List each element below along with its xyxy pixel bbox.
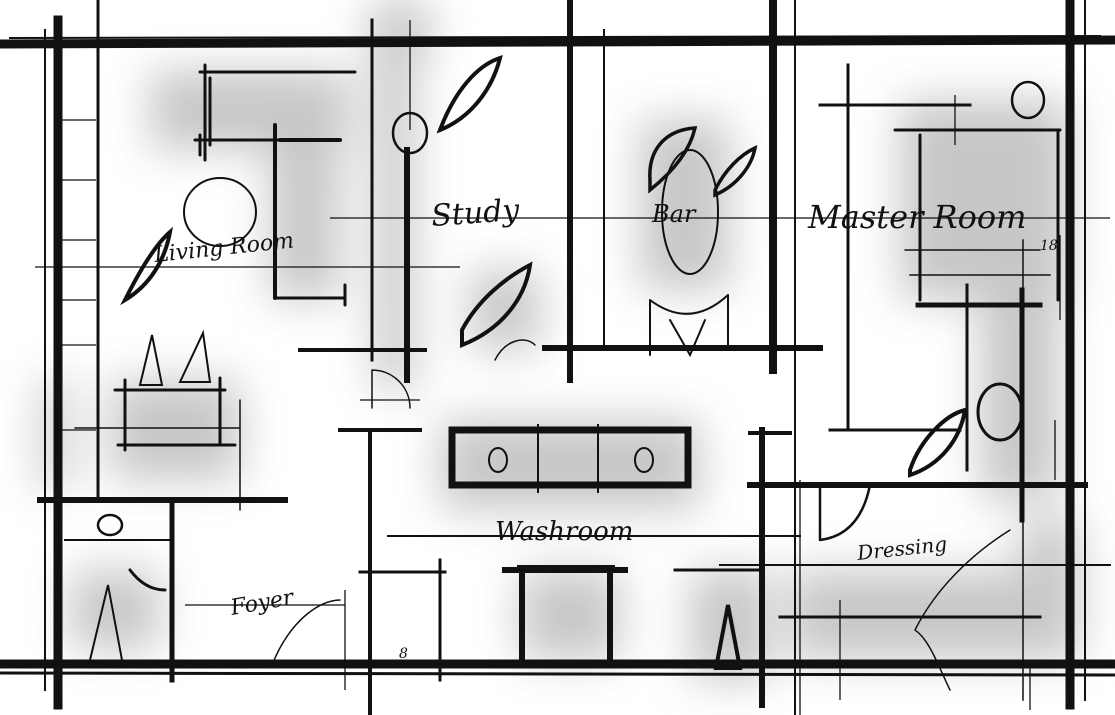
washroom-mark: 8 <box>399 646 408 662</box>
room-label-study: Study <box>430 193 521 234</box>
foyer-details <box>89 483 1011 691</box>
interior-walls <box>37 0 1111 715</box>
bar-furniture <box>648 126 758 358</box>
room-label-washroom: Washroom <box>495 517 633 547</box>
room-label-master: Master Room <box>807 198 1027 236</box>
washroom-fixtures <box>448 424 743 670</box>
room-label-bar: Bar <box>651 200 697 228</box>
room-label-dressing: Dressing <box>855 532 948 565</box>
room-label-foyer: Foyer <box>228 585 297 621</box>
study-furniture <box>371 55 536 409</box>
master-room-mark: 18 <box>1040 238 1058 254</box>
construction-lines <box>35 20 1110 715</box>
master-room-furniture <box>893 80 1062 478</box>
marker-shading <box>40 0 1080 680</box>
living-room-furniture <box>74 63 357 511</box>
